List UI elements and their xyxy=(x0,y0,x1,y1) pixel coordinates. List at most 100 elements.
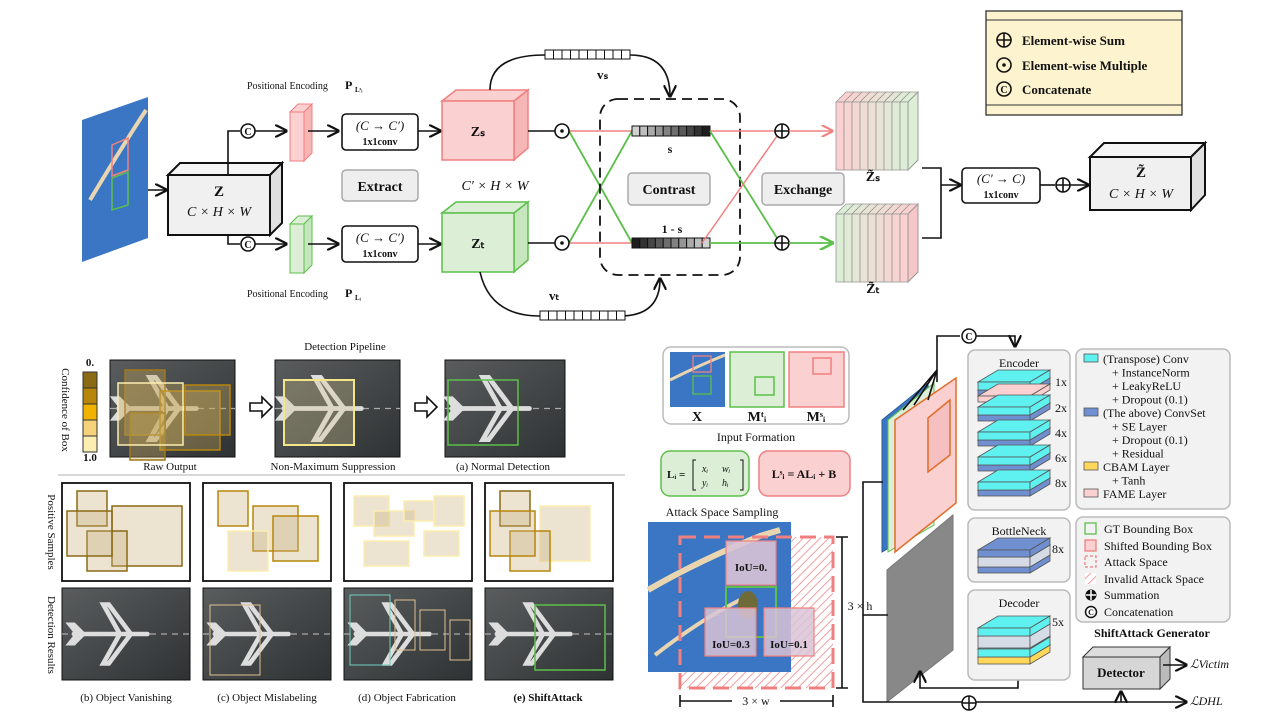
svg-text:Lᵢ =: Lᵢ = xyxy=(667,469,685,481)
vector-cell xyxy=(654,125,664,137)
layer-legend-item: + Dropout (0.1) xyxy=(1112,393,1188,407)
sample-box xyxy=(252,505,299,552)
caption-mislabeling: (c) Object Mislabeling xyxy=(217,692,317,704)
svg-text:Summation: Summation xyxy=(1104,588,1159,602)
conv-bottom: (C → C′) 1x1conv xyxy=(341,225,419,263)
svg-text:C: C xyxy=(1000,85,1007,96)
channel-slice xyxy=(875,101,885,171)
mid-dims: C′ × H × W xyxy=(461,179,529,194)
layer-slab xyxy=(1029,615,1051,637)
svg-text:Zₜ: Zₜ xyxy=(471,237,484,252)
vector-cell xyxy=(631,125,641,137)
decoder-panel: Decoder 5x xyxy=(967,589,1071,681)
x-label: X xyxy=(692,410,702,425)
feature-slices xyxy=(881,376,957,704)
layer-slab xyxy=(1029,469,1051,491)
circle-c-icon: C xyxy=(996,81,1012,97)
svg-text:C: C xyxy=(965,332,972,343)
multiply-icon xyxy=(554,235,570,251)
exchange-label: Exchange xyxy=(761,172,845,206)
vector-cell xyxy=(621,49,631,60)
positive-sample-panel xyxy=(343,482,473,582)
vector-cell xyxy=(573,310,583,321)
vector-cell xyxy=(553,49,563,60)
sum-icon xyxy=(961,695,977,711)
svg-text:Element-wise Sum: Element-wise Sum xyxy=(1022,33,1125,48)
row-label-results: Detection Results xyxy=(45,596,57,674)
svg-text:yᵢ: yᵢ xyxy=(701,478,708,489)
detection-box xyxy=(447,379,519,446)
pe-bottom-slab xyxy=(288,214,314,275)
iou-label: IoU=0. xyxy=(735,562,767,574)
svg-text:Z̃: Z̃ xyxy=(1136,164,1146,181)
channel-slice xyxy=(843,101,853,171)
layer-legend-item: (Transpose) Conv xyxy=(1103,352,1189,366)
svg-text:P: P xyxy=(345,78,352,92)
loss-victim: ℒVictim xyxy=(1190,657,1229,671)
svg-text:4x: 4x xyxy=(1055,426,1067,440)
channel-slice xyxy=(899,101,909,171)
sample-box xyxy=(227,530,269,572)
box-legend: C GT Bounding Box Shifted Bounding Box A… xyxy=(1075,516,1231,623)
svg-text:hᵢ: hᵢ xyxy=(722,478,729,489)
vector-cell xyxy=(631,237,641,249)
layer-slab xyxy=(977,635,1031,649)
detection-box xyxy=(394,599,416,651)
svg-text:(C′ → C): (C′ → C) xyxy=(977,171,1025,186)
vector-cell xyxy=(678,237,688,249)
detector-block: Detector xyxy=(1081,645,1172,691)
svg-text:Encoder: Encoder xyxy=(999,356,1039,370)
layer-slab xyxy=(1029,636,1051,658)
vector-cell xyxy=(539,310,549,321)
svg-text:1x1conv: 1x1conv xyxy=(363,249,398,260)
svg-text:(C → C′): (C → C′) xyxy=(356,118,404,133)
sample-box xyxy=(423,530,460,557)
layer-slab xyxy=(977,648,1031,658)
vector-cell xyxy=(595,49,605,60)
vector-cell xyxy=(654,237,664,249)
sample-box xyxy=(509,530,551,572)
layer-legend-item: + Dropout (0.1) xyxy=(1112,433,1188,447)
h-label: 3 × h xyxy=(848,599,873,613)
svg-text:0.: 0. xyxy=(86,357,95,369)
caption-shiftattack: (e) ShiftAttack xyxy=(513,692,583,704)
sample-box xyxy=(363,540,410,567)
shifted-box-icon xyxy=(1084,539,1097,552)
layer-legend-item: FAME Layer xyxy=(1103,487,1166,501)
svg-text:8x: 8x xyxy=(1052,542,1064,556)
zs-cube: Zₛ xyxy=(439,88,531,162)
svg-text:wᵢ: wᵢ xyxy=(722,464,731,475)
sample-box xyxy=(76,490,108,527)
circle-plus-icon xyxy=(996,32,1012,48)
invalid-space-icon xyxy=(1085,573,1096,584)
svg-text:Zₛ: Zₛ xyxy=(471,125,486,140)
zs-tilde-label: Z̃ₛ xyxy=(866,168,881,185)
sample-box xyxy=(272,515,319,562)
pe-top-label: Positional Encoding xyxy=(247,81,328,92)
connector xyxy=(227,235,240,245)
channel-slice xyxy=(867,213,877,283)
generator-title: ShiftAttack Generator xyxy=(1094,626,1210,640)
channel-side xyxy=(907,202,919,284)
caption-vanishing: (b) Object Vanishing xyxy=(80,692,172,704)
eq-right: Lˢᵢ = ALᵢ + B xyxy=(758,450,851,497)
colorbar-swatch xyxy=(82,419,98,437)
vector-cell xyxy=(570,49,580,60)
iou-label: IoU=0.1 xyxy=(770,639,808,651)
layer-slab xyxy=(977,489,1031,497)
layer-slab xyxy=(1029,394,1051,416)
layer-slab xyxy=(1029,537,1051,558)
vector-cell xyxy=(544,49,554,60)
vector-cell xyxy=(662,125,672,137)
vector-cell xyxy=(647,237,656,249)
svg-text:Concatenation: Concatenation xyxy=(1104,605,1173,619)
svg-text:Decoder: Decoder xyxy=(999,596,1040,610)
vector-cell xyxy=(604,49,614,60)
zs-tilde-stack xyxy=(835,90,919,172)
detection-box xyxy=(159,390,221,451)
svg-text:2x: 2x xyxy=(1055,401,1067,415)
svg-text:P: P xyxy=(345,286,352,300)
channel-slice xyxy=(851,101,861,171)
zt-cube: Zₜ xyxy=(439,200,531,274)
